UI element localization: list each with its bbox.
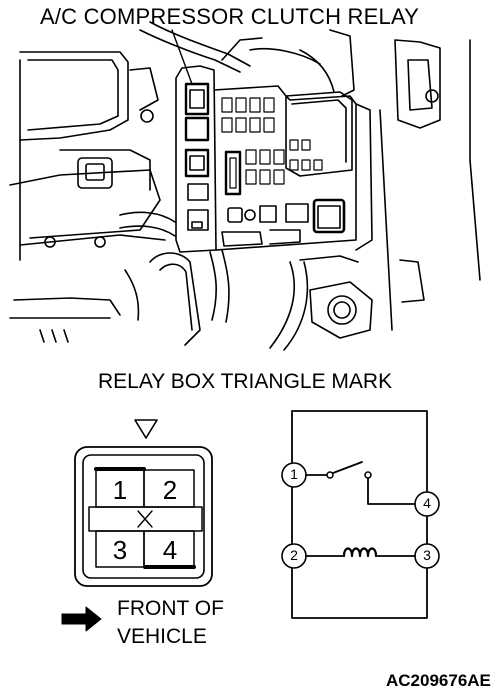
connector-pin-4: 4: [162, 535, 178, 565]
front-arrow-icon: [61, 606, 102, 632]
schematic-frame: [291, 410, 428, 619]
connector-pin-3: 3: [112, 535, 128, 565]
terminal-1-label: 1: [290, 466, 298, 482]
engine-bay-illustration: [9, 21, 481, 351]
connector-outer-housing: [74, 446, 213, 587]
triangle-mark-label: RELAY BOX TRIANGLE MARK: [98, 370, 393, 393]
title-leader-line: [171, 29, 193, 85]
relay-schematic: [281, 410, 440, 619]
relay-title-label: A/C COMPRESSOR CLUTCH RELAY: [40, 4, 420, 29]
relay-box-triangle-mark: [134, 419, 158, 439]
connector-pin-2: 2: [162, 475, 178, 505]
terminal-3-label: 3: [423, 547, 431, 563]
terminal-4-label: 4: [423, 495, 431, 511]
figure-code: AC209676AE: [386, 671, 491, 690]
front-of-vehicle-label-line1: FRONT OF: [117, 597, 224, 620]
relay-coil: [342, 547, 378, 558]
switch-contact-arm: [332, 461, 363, 474]
terminal-2-label: 2: [290, 547, 298, 563]
relay-connector-view: [74, 419, 213, 587]
connector-pin-1: 1: [112, 475, 128, 505]
front-of-vehicle-label-line2: VEHICLE: [117, 625, 207, 648]
ac-compressor-clutch-relay: [184, 82, 210, 116]
connector-inner-housing: [82, 454, 205, 579]
